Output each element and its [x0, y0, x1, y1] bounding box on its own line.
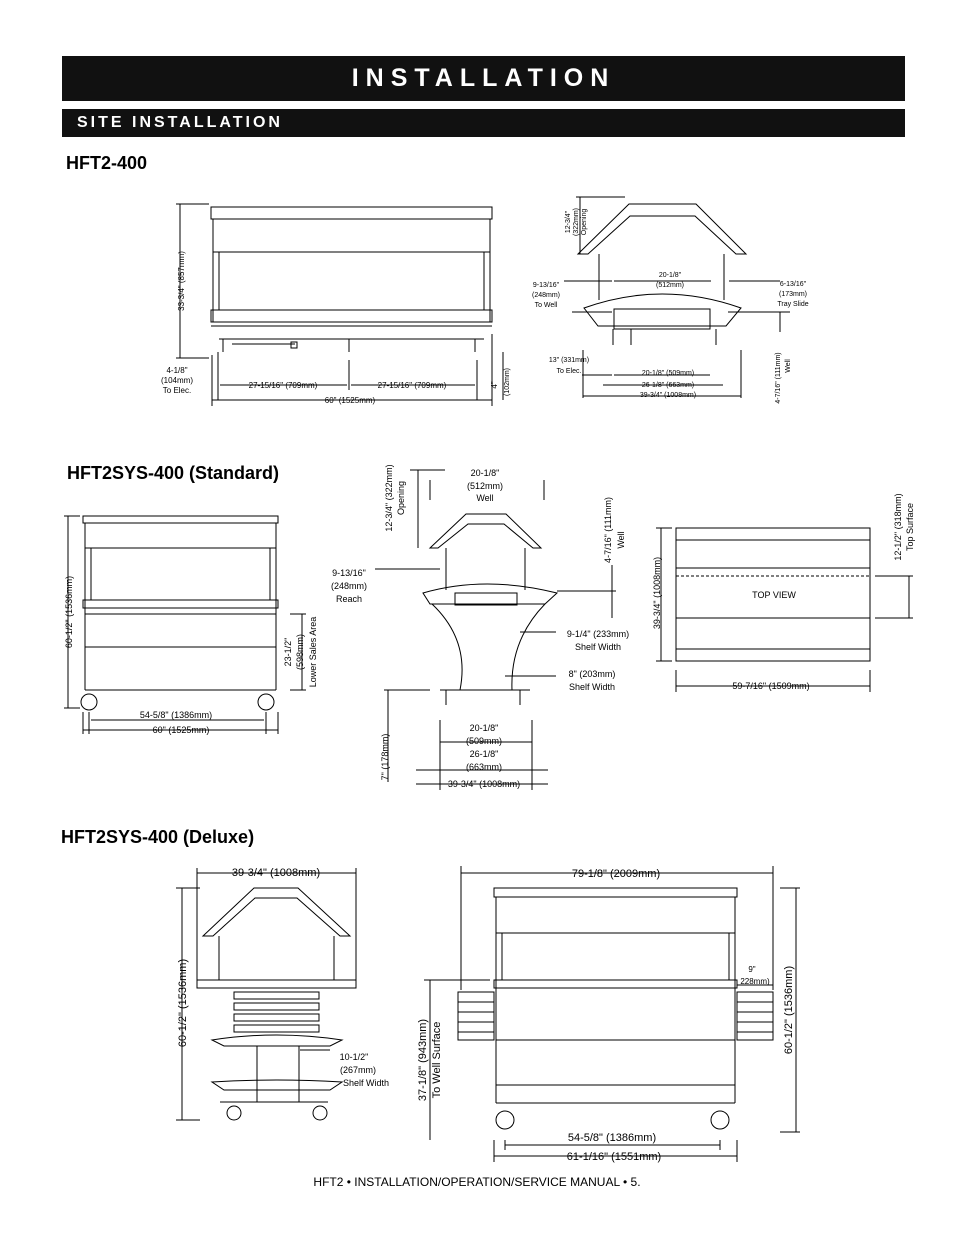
std-shelf1-2: Shelf Width	[575, 642, 621, 652]
dlx-shelf-2: (267mm)	[340, 1065, 376, 1075]
hft2-welldepth-2: Well	[785, 359, 792, 373]
std-lower-2: (598mm)	[295, 634, 305, 670]
standard-top-view	[656, 527, 913, 692]
hft2-tray-1: 6-13/16"	[780, 281, 807, 288]
hft2-elec-2: (104mm)	[161, 376, 193, 385]
std-opening-2: Opening	[396, 481, 406, 515]
hft2-well-1: 20-1/8"	[659, 272, 682, 279]
page-banner: INSTALLATION	[62, 56, 905, 101]
dlx-front-shelf-2: 228mm)	[740, 977, 770, 986]
hft2-opening-2: (322mm)	[573, 208, 580, 236]
std-shelf1-1: 9-1/4" (233mm)	[567, 629, 629, 639]
deluxe-front-view	[424, 866, 800, 1162]
std-well-1: 20-1/8"	[471, 468, 500, 478]
hft2-front-height: 33-3/4" (857mm)	[177, 251, 186, 311]
std-opening-1: 12-3/4" (322mm)	[384, 464, 394, 531]
std-top-label: TOP VIEW	[752, 590, 796, 600]
std-depth-1: 4-7/16" (111mm)	[603, 497, 613, 563]
dlx-front-overall: 79-1/8" (2009mm)	[572, 868, 660, 880]
hft2-side-elec-1: 13" (331mm)	[549, 357, 589, 364]
standard-front-view	[64, 515, 306, 734]
page-title: INSTALLATION	[351, 64, 616, 92]
dlx-front-outer: 61-1/16" (1551mm)	[567, 1151, 661, 1163]
std-leg: 7" (178mm)	[380, 734, 390, 781]
hft2-well-2: (512mm)	[656, 282, 684, 289]
page-footer: HFT2 • INSTALLATION/OPERATION/SERVICE MA…	[313, 1175, 641, 1189]
std-surface-2: Top Surface	[905, 503, 915, 551]
dlx-well-2: To Well Surface	[431, 1022, 443, 1099]
hft2-opening-1: 12-3/4"	[565, 210, 572, 233]
hft2-welldepth-1: 4-7/16" (111mm)	[775, 352, 782, 403]
hft2-half-left: 27-15/16" (709mm)	[249, 381, 318, 390]
dlx-side-height: 60-1/2" (1536mm)	[177, 959, 189, 1047]
dlx-side-width: 39-3/4" (1008mm)	[232, 867, 320, 879]
std-shelf2-2: Shelf Width	[569, 682, 615, 692]
std-b1-1: 20-1/8"	[470, 723, 499, 733]
hft2-side-outer: 39-3/4" (1008mm)	[640, 392, 696, 399]
hft2-side-mid: 26-1/8" (663mm)	[642, 382, 694, 389]
hft2-side-view	[564, 196, 790, 398]
hft2-towell-1: 9-13/16"	[533, 282, 560, 289]
std-depth-2: Well	[616, 531, 626, 548]
std-b2-1: 26-1/8"	[470, 749, 499, 759]
standard-side-view	[375, 469, 616, 790]
std-top-width: 59-7/16" (1509mm)	[732, 681, 809, 691]
dlx-shelf-1: 10-1/2"	[340, 1052, 369, 1062]
hft2-front-view	[176, 203, 504, 406]
hft2-towell-2: (248mm)	[532, 292, 560, 299]
hft2-opening-3: Opening	[581, 209, 588, 236]
std-well-3: Well	[476, 493, 493, 503]
dlx-shelf-3: Shelf Width	[343, 1078, 389, 1088]
std-surface-1: 12-1/2" (318mm)	[893, 493, 903, 560]
std-lower-3: Lower Sales Area	[308, 617, 318, 688]
hft2-half-right: 27-15/16" (709mm)	[378, 381, 447, 390]
std-shelf2-1: 8" (203mm)	[569, 669, 616, 679]
std-front-inner: 54-5/8" (1386mm)	[140, 710, 212, 720]
std-top-depth: 39-3/4" (1008mm)	[652, 557, 662, 629]
hft2-towell-3: To Well	[535, 302, 558, 309]
hft2-side-elec-2: To Elec.	[557, 368, 582, 375]
deluxe-heading: HFT2SYS-400 (Deluxe)	[61, 827, 255, 847]
hft2-tray-3: Tray Slide	[777, 301, 808, 308]
std-b2-2: (663mm)	[466, 762, 502, 772]
dlx-front-inner: 54-5/8" (1386mm)	[568, 1132, 656, 1144]
hft2-side-inner: 20-1/8" (509mm)	[642, 370, 694, 377]
dlx-front-height: 60-1/2" (1536mm)	[783, 966, 795, 1054]
std-reach-3: Reach	[336, 594, 362, 604]
std-b1-2: (509mm)	[466, 736, 502, 746]
std-front-height: 60-1/2" (1536mm)	[64, 576, 74, 648]
standard-heading: HFT2SYS-400 (Standard)	[67, 463, 280, 483]
std-b3: 39-3/4" (1008mm)	[448, 779, 520, 789]
section-title: SITE INSTALLATION	[77, 114, 283, 131]
hft2-tray-2: (173mm)	[779, 291, 807, 298]
deluxe-side-view	[176, 868, 357, 1121]
section-banner: SITE INSTALLATION	[62, 109, 905, 137]
dlx-front-shelf-1: 9"	[748, 965, 755, 974]
hft2-leg-1: 4"	[490, 381, 499, 388]
std-reach-1: 9-13/16"	[332, 568, 366, 578]
std-well-2: (512mm)	[467, 481, 503, 491]
std-lower-1: 23-1/2"	[283, 638, 293, 667]
hft2-elec-3: To Elec.	[163, 386, 191, 395]
std-reach-2: (248mm)	[331, 581, 367, 591]
hft2-elec-1: 4-1/8"	[166, 366, 187, 375]
std-front-width: 60" (1525mm)	[153, 725, 210, 735]
hft2-leg-2: (102mm)	[504, 368, 511, 396]
dlx-well-1: 37-1/8" (943mm)	[417, 1019, 429, 1101]
hft2-front-width: 60" (1525mm)	[325, 396, 376, 405]
hft2-heading: HFT2-400	[66, 153, 148, 173]
